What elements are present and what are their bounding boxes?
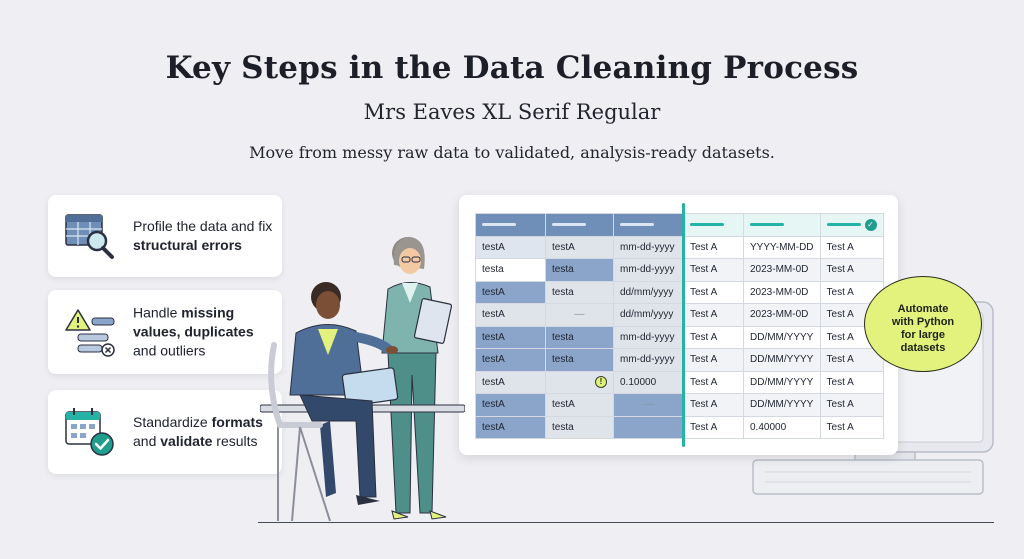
table-cell: ! <box>545 370 614 394</box>
table-cell: testA <box>545 393 614 417</box>
step-text: Standardize formats and validate results <box>133 414 263 449</box>
table-cell: Test A <box>683 348 744 372</box>
column-header <box>743 213 821 237</box>
table-cell: testa <box>545 325 614 349</box>
column-header <box>545 213 614 237</box>
table-cell: DD/MM/YYYY <box>743 370 821 394</box>
table-cell: Test A <box>819 258 884 282</box>
check-icon: ✓ <box>864 218 877 231</box>
table-cell: Test A <box>819 393 884 417</box>
table-cell: testA <box>475 303 546 327</box>
table-cell: 0.40000 <box>743 415 821 439</box>
table-cell: mm-dd-yyyy <box>613 258 684 282</box>
table-cell: DD/MM/YYYY <box>743 325 821 349</box>
table-cell: Test A <box>819 370 884 394</box>
column-header: ✓ <box>819 213 884 237</box>
clean-divider-line <box>682 203 685 447</box>
table-cell: testA <box>475 370 546 394</box>
step-card-profile: Profile the data and fix structural erro… <box>48 195 282 277</box>
table-cell: testA <box>475 415 546 439</box>
table-cell: testA <box>475 325 546 349</box>
warning-list-icon <box>65 309 115 357</box>
page-subtitle: Mrs Eaves XL Serif Regular <box>363 100 661 124</box>
table-cell: 0.10000 <box>613 370 684 394</box>
table-cell: testA <box>475 348 546 372</box>
table-cell: testA <box>475 393 546 417</box>
page-title: Key Steps in the Data Cleaning Process <box>165 50 859 86</box>
table-header-row: ✓ <box>475 213 884 237</box>
table-cell: Test A <box>819 415 884 439</box>
table-cell: mm-dd-yyyy <box>613 325 684 349</box>
table-cell: 2023-MM-0D <box>743 280 821 304</box>
column-header <box>683 213 744 237</box>
column-header <box>613 213 684 237</box>
table-cell: testA <box>545 235 614 259</box>
table-cell: mm-dd-yyyy <box>613 348 684 372</box>
table-cell: Test A <box>683 325 744 349</box>
table-cell: testa <box>545 280 614 304</box>
table-cell: dd/mm/yyyy <box>613 280 684 304</box>
table-cell: testa <box>545 415 614 439</box>
step-text: Handle missing values, duplicates and ou… <box>133 304 254 359</box>
table-cell: Test A <box>683 370 744 394</box>
step-text: Profile the data and fix structural erro… <box>133 218 273 253</box>
calendar-check-icon <box>65 408 114 456</box>
table-cell: Test A <box>683 280 744 304</box>
floor-line <box>258 522 994 523</box>
table-cell: DD/MM/YYYY <box>743 348 821 372</box>
table-cell <box>613 415 684 439</box>
table-cell: DD/MM/YYYY <box>743 393 821 417</box>
automate-python-badge: Automate with Python for large datasets <box>864 276 982 372</box>
table-cell: mm-dd-yyyy <box>613 235 684 259</box>
table-cell: Test A <box>683 235 744 259</box>
table-cell: dd/mm/yyyy <box>613 303 684 327</box>
table-cell: — <box>613 393 684 417</box>
table-cell: Test A <box>683 393 744 417</box>
table-cell: testa <box>475 258 546 282</box>
table-cell: — <box>545 303 614 327</box>
table-cell: 2023-MM-0D <box>743 303 821 327</box>
table-cell: testA <box>475 235 546 259</box>
column-header <box>475 213 546 237</box>
table-cell: testa <box>545 348 614 372</box>
table-cell: Test A <box>683 415 744 439</box>
step-card-missing-values: Handle missing values, duplicates and ou… <box>48 290 282 374</box>
table-cell: Test A <box>819 235 884 259</box>
page-tagline: Move from messy raw data to validated, a… <box>249 143 775 162</box>
table-cell: Test A <box>683 258 744 282</box>
table-cell: testA <box>475 280 546 304</box>
table-cell: 2023-MM-0D <box>743 258 821 282</box>
table-cell: YYYY-MM-DD <box>743 235 821 259</box>
table-cell: Test A <box>683 303 744 327</box>
table-cell: Test A <box>819 348 884 372</box>
step-card-standardize: Standardize formats and validate results <box>48 390 282 474</box>
table-cell: testa <box>545 258 614 282</box>
warning-icon: ! <box>595 376 607 389</box>
table-magnifier-icon <box>65 214 114 259</box>
people-illustration <box>260 237 465 522</box>
